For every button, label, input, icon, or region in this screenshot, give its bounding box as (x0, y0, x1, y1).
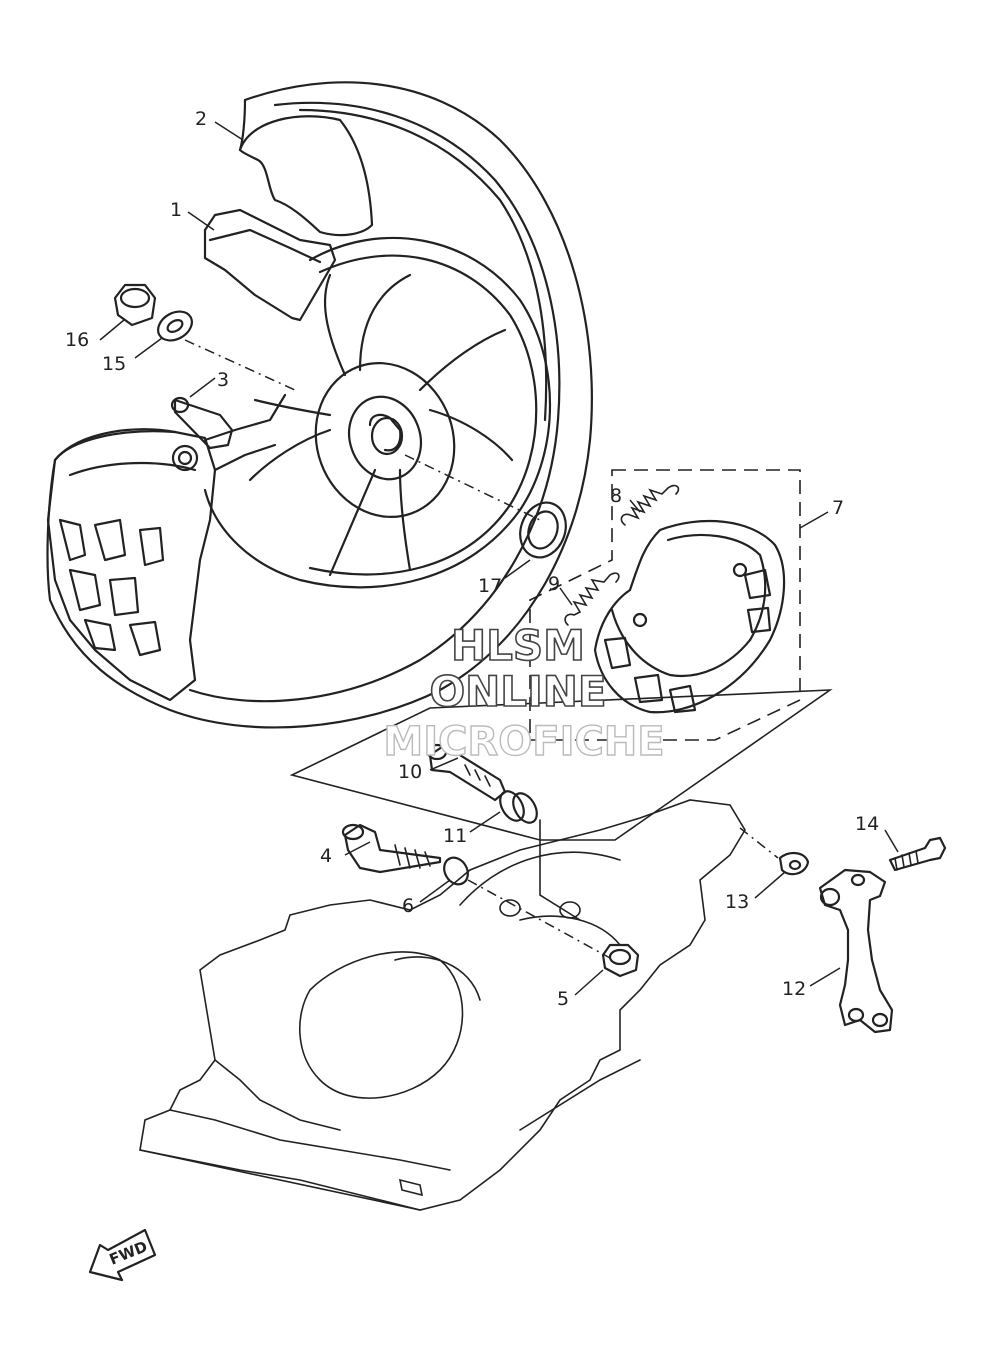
callout-3: 3 (217, 369, 229, 391)
callout-12: 12 (782, 978, 806, 1000)
part-13-washer (778, 852, 810, 876)
fwd-label: FWD (107, 1237, 150, 1268)
callout-1: 1 (170, 199, 182, 221)
callout-2: 2 (195, 108, 207, 130)
callout-14: 14 (855, 813, 879, 835)
part-15-washer (157, 310, 193, 342)
callout-16: 16 (65, 329, 89, 351)
part-6-o-ring (443, 856, 469, 886)
callout-4: 4 (320, 845, 332, 867)
hub-housing (46, 393, 287, 702)
rear-wheel-assembly (46, 81, 593, 729)
camshaft-kit-box (289, 689, 833, 841)
watermark: HLSM ONLINE MICROFICHE (383, 620, 666, 766)
callout-11: 11 (443, 825, 467, 847)
watermark-line1: HLSM (451, 621, 585, 670)
watermark-line3: MICROFICHE (383, 719, 664, 765)
part-11-o-rings (499, 790, 538, 824)
part-3-bolt (170, 396, 234, 450)
callout-leaders (99, 121, 899, 996)
callout-13: 13 (725, 891, 749, 913)
callout-17: 17 (478, 575, 502, 597)
callout-15: 15 (102, 353, 126, 375)
part-5-nut (601, 943, 640, 978)
part-16-nut (113, 283, 157, 327)
part-14-bolt (888, 836, 947, 872)
part-17-seal (519, 501, 567, 559)
part-12-brake-lever (818, 868, 894, 1034)
callout-6: 6 (402, 895, 414, 917)
brake-shoe-kit-box (529, 469, 801, 741)
callout-labels: 1 2 3 4 5 6 7 8 9 10 11 12 13 14 15 16 1… (65, 108, 879, 1010)
part-7-brake-shoe (593, 519, 786, 714)
callout-8: 8 (610, 485, 622, 507)
watermark-line2: ONLINE (429, 667, 606, 716)
callout-10: 10 (398, 761, 422, 783)
callout-7: 7 (832, 497, 844, 519)
callout-9: 9 (548, 573, 560, 595)
part-8-spring (620, 484, 680, 526)
callout-5: 5 (557, 988, 569, 1010)
fwd-arrow: FWD (88, 1228, 157, 1282)
engine-crankcase (139, 799, 746, 1211)
part-9-spring (564, 572, 620, 626)
part-4-shaft (341, 823, 442, 874)
